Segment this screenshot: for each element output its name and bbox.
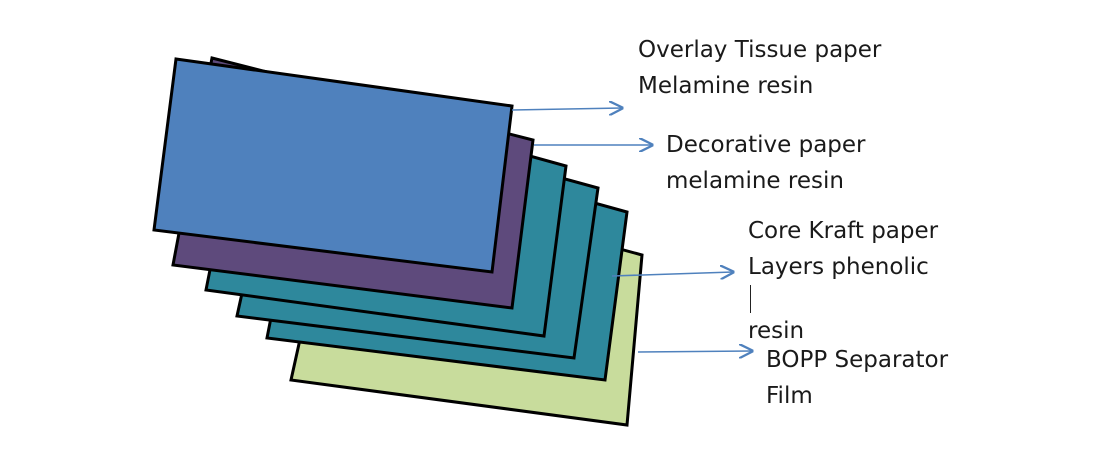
label-core-line2-wrap: Layers phenolic <box>748 249 938 313</box>
label-core-line2: Layers phenolic <box>748 254 929 280</box>
arrow-bopp <box>637 351 752 352</box>
text-cursor <box>750 285 751 313</box>
label-overlay-tissue: Overlay Tissue paper Melamine resin <box>638 32 881 104</box>
label-bopp-line2: Film <box>766 383 813 409</box>
label-bopp-line1: BOPP Separator <box>766 347 949 373</box>
label-core-kraft: Core Kraft paper Layers phenolic resin <box>748 213 938 349</box>
label-bopp-separator: BOPP Separator Film <box>766 342 948 414</box>
label-overlay-line2: Melamine resin <box>638 73 814 99</box>
arrow-overlay <box>511 108 622 110</box>
label-decorative-line1: Decorative paper <box>666 132 866 158</box>
arrow-core <box>611 272 733 276</box>
label-core-line3: resin <box>748 318 805 344</box>
label-decorative-paper: Decorative paper melamine resin <box>666 127 866 199</box>
label-core-line1: Core Kraft paper <box>748 218 939 244</box>
layer-overlay-tissue <box>152 57 514 274</box>
label-decorative-line2: melamine resin <box>666 168 844 194</box>
label-overlay-line1: Overlay Tissue paper <box>638 37 882 63</box>
